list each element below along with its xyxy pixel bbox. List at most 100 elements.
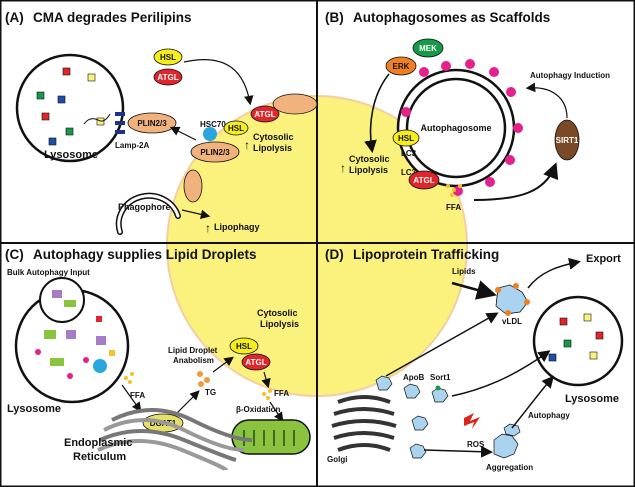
scaffold-dot — [441, 61, 451, 71]
lc3-label-2: LC3 — [401, 168, 417, 177]
lipid-dot — [495, 287, 501, 293]
golgi-cisterna — [331, 419, 397, 428]
cargo-organelle — [44, 330, 56, 339]
up-arrow-a: ↑ — [244, 138, 250, 152]
hsl-enzyme-c — [229, 337, 259, 355]
mek-kinase — [412, 38, 444, 58]
ffa-label-c1: FFA — [130, 391, 145, 400]
vldl-particle — [495, 284, 529, 315]
lamp2a-label: Lamp-2A — [115, 141, 149, 150]
cytosolic-label-b: Cytosolic — [349, 154, 390, 164]
sort1-to-lysosome-arrow — [451, 350, 551, 397]
plin-translocation-arrow — [169, 126, 197, 141]
hsl-enzyme-a — [153, 48, 183, 66]
aggregate — [493, 433, 519, 459]
cargo-dot — [83, 357, 89, 363]
tg-to-droplet-arrow — [212, 356, 234, 373]
panel-b: (B) Autophagosomes as Scaffolds Autophag… — [325, 10, 610, 212]
sirt1-label: SIRT1 — [556, 136, 579, 145]
autophagosome-label: Autophagosome — [421, 123, 492, 133]
scaffold-dot — [401, 107, 411, 117]
golgi-label: Golgi — [327, 455, 347, 464]
panel-a-title: CMA degrades Perilipins — [33, 10, 192, 25]
dgat1-to-tg-arrow — [175, 390, 200, 415]
er-label-2: Reticulum — [73, 451, 126, 463]
phagophore-lumen — [117, 194, 180, 234]
tg-dot — [198, 381, 204, 387]
cargo-square — [583, 313, 592, 322]
panel-b-title: Autophagosomes as Scaffolds — [353, 10, 550, 25]
lc3-label-1: LC3 — [401, 149, 417, 158]
ros-aggregation-arrow — [423, 445, 493, 458]
cargo-square — [57, 95, 66, 104]
atgl-to-ffa-arrow — [261, 371, 271, 389]
cargo-square — [96, 316, 102, 322]
cargo-organelle — [50, 358, 64, 366]
panel-d-title: Lipoprotein Trafficking — [353, 247, 499, 262]
cargo-organelle — [64, 300, 76, 307]
apob-particle — [375, 375, 393, 391]
lysosome-c-label: Lysosome — [7, 403, 61, 415]
apob-label: ApoB — [403, 373, 425, 382]
hsl-on-droplet — [223, 120, 249, 136]
anabolism-line2: Anabolism — [173, 356, 214, 365]
ffa-to-sirt1-arrow — [473, 162, 559, 201]
ffa-dot — [262, 392, 266, 396]
cargo-square — [589, 351, 598, 360]
lipids-arrow — [451, 280, 497, 300]
apob-to-vldl-arrow — [385, 312, 499, 377]
lipolysis-label-b: Lipolysis — [349, 165, 388, 175]
lamp2a-receptor — [115, 112, 125, 116]
apob-particle — [411, 415, 429, 431]
induction-arrow — [525, 82, 568, 119]
lysosome-a — [15, 53, 125, 163]
hsl-enzyme-b — [392, 129, 420, 147]
ffa-dot — [130, 372, 134, 376]
cargo-square — [48, 137, 57, 146]
lamp2a-receptor — [115, 130, 125, 134]
cargo-square — [65, 127, 74, 136]
er-membrane — [97, 439, 228, 472]
scaffold-dot — [419, 67, 429, 77]
translocating-protein — [83, 113, 111, 125]
scaffold-dot — [506, 87, 516, 97]
hsl-label-c: HSL — [236, 342, 252, 351]
up-arrow-b: ↑ — [340, 161, 346, 175]
aggregate — [503, 423, 521, 437]
hsl-label-a2: HSL — [228, 124, 244, 133]
cargo-square — [36, 91, 45, 100]
ffa-dot — [124, 376, 128, 380]
lipid-dot — [513, 283, 519, 289]
apob-particle — [409, 443, 427, 459]
cargo-square — [548, 353, 557, 362]
lipid-dot — [505, 310, 511, 316]
mek-label: MEK — [419, 44, 437, 53]
tg-dot — [197, 371, 203, 377]
cargo-square — [595, 331, 604, 340]
beta-oxidation-label: β-Oxidation — [236, 405, 281, 414]
ffa-to-mito-arrow — [269, 401, 284, 422]
erk-kinase — [385, 56, 417, 76]
ros-bolt-icon — [464, 413, 480, 429]
export-arrow — [527, 257, 581, 289]
ros-label: ROS — [467, 440, 485, 449]
scaffold-dot — [485, 177, 495, 187]
cargo-organelle — [66, 330, 76, 339]
cargo-square — [41, 112, 50, 121]
cargo-square — [563, 339, 572, 348]
panel-d: (D) Lipoprotein Trafficking vLDL Lipids … — [325, 247, 624, 472]
export-label: Export — [586, 253, 621, 265]
lipophagy-arrow — [181, 209, 211, 220]
induction-label: Autophagy Induction — [530, 71, 610, 80]
atgl-label-a: ATGL — [157, 73, 178, 82]
bulk-autophagy-label: Bulk Autophagy Input — [7, 268, 90, 277]
autophagosome-inner — [405, 77, 507, 179]
panel-c-title: Autophagy supplies Lipid Droplets — [33, 247, 257, 262]
cargo-square — [109, 350, 115, 356]
sort1-label: Sort1 — [430, 373, 451, 382]
ffa-dot — [446, 184, 450, 188]
hsc70-label: HSC70 — [200, 120, 226, 129]
scaffold-dot — [453, 186, 463, 196]
atgl-enzyme-c — [241, 353, 271, 371]
